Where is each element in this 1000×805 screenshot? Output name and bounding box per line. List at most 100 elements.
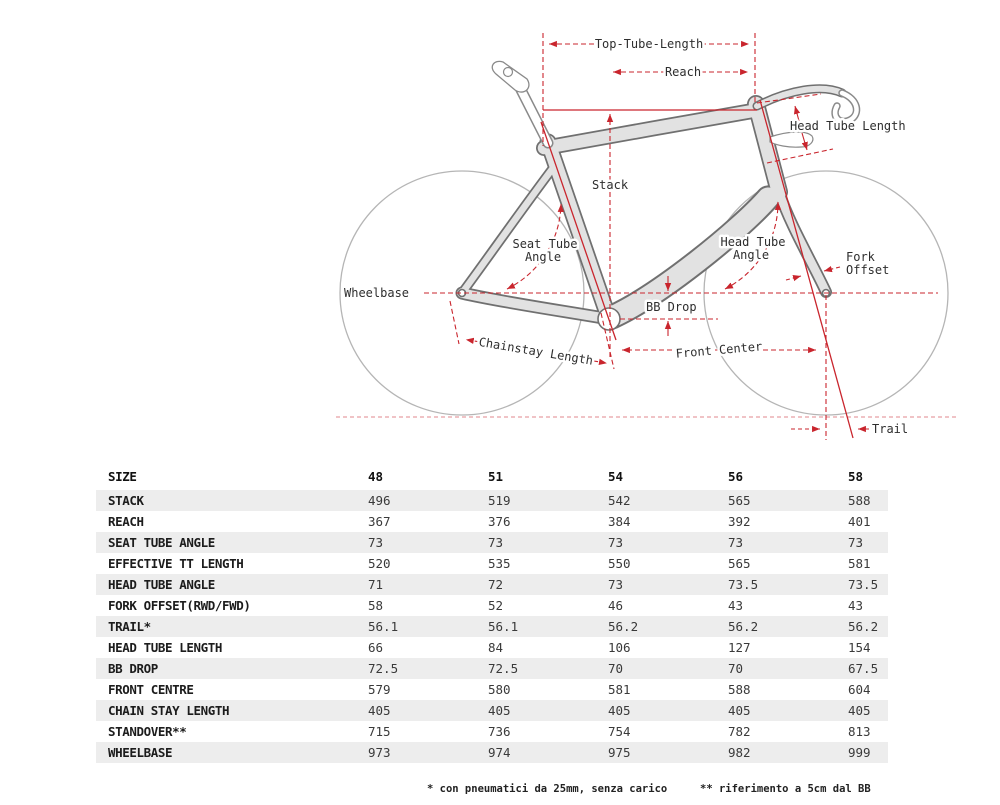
table-cell: 51 — [488, 468, 504, 484]
table-cell: 581 — [848, 556, 871, 571]
table-cell: 405 — [488, 703, 511, 718]
table-cell: 58 — [368, 598, 384, 613]
table-cell: 72.5 — [488, 661, 519, 676]
table-cell: 72 — [488, 577, 504, 592]
wheelbase-label: Wheelbase — [344, 286, 409, 300]
table-cell: 401 — [848, 514, 871, 529]
table-cell: 392 — [728, 514, 751, 529]
table-cell: 56.1 — [368, 619, 399, 634]
table-row-label: EFFECTIVE TT LENGTH — [108, 556, 244, 571]
table-cell: 73.5 — [728, 577, 759, 592]
footnote-standover: ** riferimento a 5cm dal BB — [700, 783, 871, 795]
diagram-labels: Top-Tube-Length Reach Stack Head Tube Le… — [342, 35, 911, 439]
table-row-label: TRAIL* — [108, 619, 151, 634]
table-cell: 127 — [728, 640, 751, 655]
table-row: SEAT TUBE ANGLE 73 73 73 73 73 — [96, 532, 888, 553]
table-cell: 154 — [848, 640, 871, 655]
table-cell: 84 — [488, 640, 504, 655]
table-cell: 56.1 — [488, 619, 519, 634]
table-cell: 58 — [848, 468, 864, 484]
table-cell: 67.5 — [848, 661, 879, 676]
seat-tube-angle-arc — [506, 203, 565, 290]
table-row-label: STANDOVER** — [108, 724, 187, 739]
seatpost — [491, 60, 554, 149]
footnote-tyres: * con pneumatici da 25mm, senza carico — [427, 783, 668, 795]
trail-label: Trail — [872, 422, 908, 436]
fork-offset-label: Fork — [846, 250, 876, 264]
table-cell: 405 — [848, 703, 871, 718]
table-cell: 535 — [488, 556, 511, 571]
table-cell: 982 — [728, 745, 751, 760]
fork-offset-label2: Offset — [846, 263, 889, 277]
table-cell: 973 — [368, 745, 391, 760]
handlebar — [752, 84, 861, 148]
table-cell: 73 — [368, 535, 384, 550]
table-row-label: FRONT CENTRE — [108, 682, 194, 697]
seat-tube-angle-label: Seat Tube — [512, 237, 577, 251]
table-cell: 736 — [488, 724, 511, 739]
table-cell: 581 — [608, 682, 631, 697]
table-cell: 43 — [728, 598, 744, 613]
table-cell: 73 — [608, 535, 624, 550]
table-cell: 604 — [848, 682, 871, 697]
table-cell: 70 — [608, 661, 624, 676]
table-cell: 106 — [608, 640, 631, 655]
table-cell: 754 — [608, 724, 631, 739]
table-cell: 565 — [728, 493, 751, 508]
head-tube-length-label: Head Tube Length — [790, 119, 906, 133]
table-row-label: WHEELBASE — [108, 745, 173, 760]
table-cell: 405 — [608, 703, 631, 718]
head-tube-angle-arc — [724, 201, 782, 290]
seat-tube-angle-label2: Angle — [525, 250, 561, 264]
table-cell: 519 — [488, 493, 511, 508]
table-cell: 43 — [848, 598, 864, 613]
table-row-label: CHAIN STAY LENGTH — [108, 703, 230, 718]
table-cell: 405 — [728, 703, 751, 718]
table-row-label: FORK OFFSET(RWD/FWD) — [108, 598, 251, 613]
table-cell: 71 — [368, 577, 384, 592]
front-center-label: Front Center — [675, 339, 763, 361]
table-cell: 46 — [608, 598, 624, 613]
table-row: STACK 496 519 542 565 588 — [96, 490, 888, 511]
dimension-lines — [424, 33, 938, 440]
table-cell: 542 — [608, 493, 631, 508]
top-tube-length-label: Top-Tube-Length — [595, 37, 703, 51]
table-cell: 73 — [728, 535, 744, 550]
head-tube-angle-label: Head Tube — [720, 235, 785, 249]
table-cell: 376 — [488, 514, 511, 529]
table-cell: 56 — [728, 468, 744, 484]
table-cell: 72.5 — [368, 661, 399, 676]
table-cell: 73 — [848, 535, 864, 550]
table-cell: 73 — [488, 535, 504, 550]
table-cell: 56.2 — [728, 619, 759, 634]
table-cell: 813 — [848, 724, 871, 739]
table-cell: 999 — [848, 745, 871, 760]
table-cell: 70 — [728, 661, 744, 676]
table-row-label: SEAT TUBE ANGLE — [108, 535, 215, 550]
table-cell: 56.2 — [608, 619, 639, 634]
table-row-label: HEAD TUBE ANGLE — [108, 577, 215, 592]
table-cell: 974 — [488, 745, 511, 760]
table-cell: 496 — [368, 493, 391, 508]
table-cell: 405 — [368, 703, 391, 718]
table-cell: 550 — [608, 556, 631, 571]
table-cell: 782 — [728, 724, 751, 739]
head-tube-angle-label2: Angle — [733, 248, 769, 262]
table-row-label: STACK — [108, 493, 144, 508]
table-cell: 588 — [728, 682, 751, 697]
chainstay-length-label: Chainstay Length — [478, 335, 594, 368]
table-cell: 73 — [608, 577, 624, 592]
table-cell: 588 — [848, 493, 871, 508]
table-cell: 715 — [368, 724, 391, 739]
table-cell: 54 — [608, 468, 624, 484]
